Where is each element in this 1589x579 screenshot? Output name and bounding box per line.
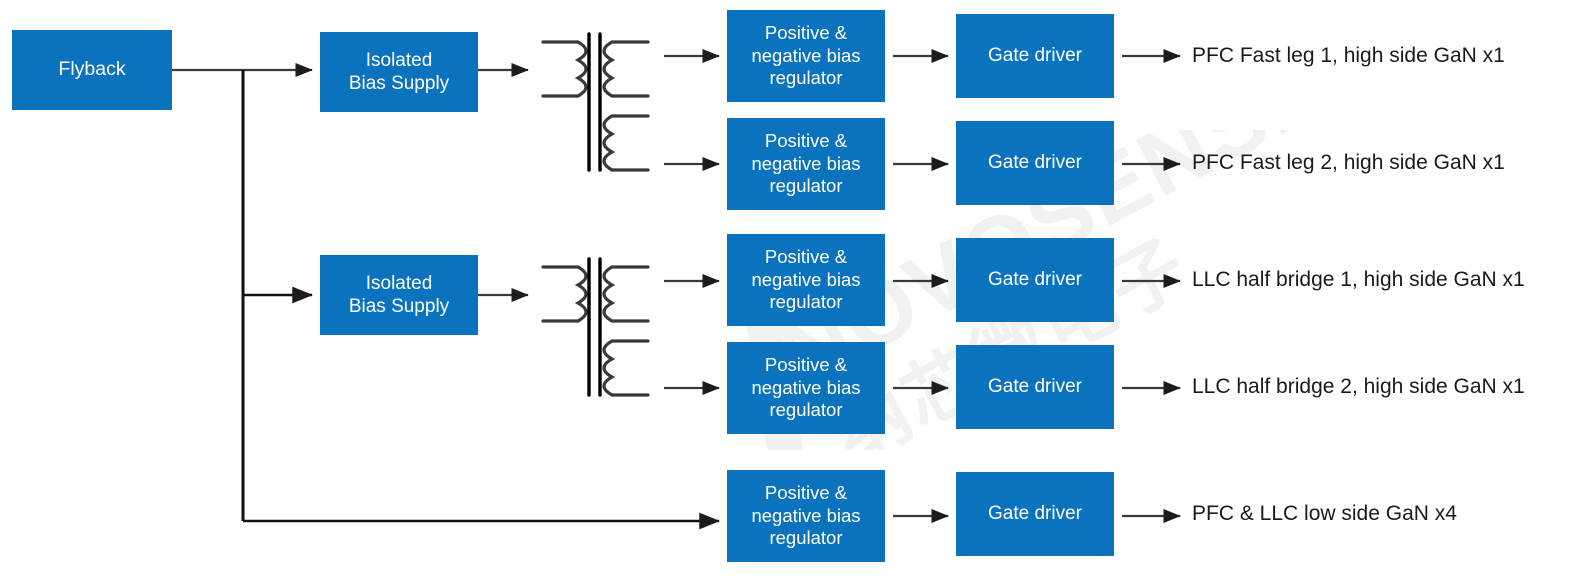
block-bias-regulator-4[interactable]: Positive & negative bias regulator xyxy=(727,342,885,434)
block-gate-driver-2-label: Gate driver xyxy=(988,152,1082,174)
block-gate-driver-3[interactable]: Gate driver xyxy=(956,238,1114,322)
block-flyback[interactable]: Flyback xyxy=(12,30,172,110)
block-gate-driver-2[interactable]: Gate driver xyxy=(956,121,1114,205)
output-label-pfc-llc-low-side: PFC & LLC low side GaN x4 xyxy=(1192,502,1457,525)
block-gate-driver-4-label: Gate driver xyxy=(988,376,1082,398)
block-bias-regulator-2[interactable]: Positive & negative bias regulator xyxy=(727,118,885,210)
block-isolated-bias-supply-1[interactable]: Isolated Bias Supply xyxy=(320,32,478,112)
block-gate-driver-4[interactable]: Gate driver xyxy=(956,345,1114,429)
output-label-llc-half-bridge-1: LLC half bridge 1, high side GaN x1 xyxy=(1192,268,1525,291)
block-flyback-label: Flyback xyxy=(58,58,126,81)
block-bias-regulator-4-label: Positive & negative bias regulator xyxy=(751,354,861,421)
block-bias-regulator-3-label: Positive & negative bias regulator xyxy=(751,246,861,313)
block-gate-driver-5-label: Gate driver xyxy=(988,503,1082,525)
output-label-pfc-fast-leg-1: PFC Fast leg 1, high side GaN x1 xyxy=(1192,44,1505,67)
block-bias-regulator-1-label: Positive & negative bias regulator xyxy=(751,22,861,89)
transformer-1 xyxy=(541,32,650,172)
output-label-pfc-fast-leg-2: PFC Fast leg 2, high side GaN x1 xyxy=(1192,151,1505,174)
output-label-llc-half-bridge-2: LLC half bridge 2, high side GaN x1 xyxy=(1192,375,1525,398)
block-gate-driver-1[interactable]: Gate driver xyxy=(956,14,1114,98)
block-isolated-bias-supply-1-label: Isolated Bias Supply xyxy=(348,49,450,94)
block-bias-regulator-1[interactable]: Positive & negative bias regulator xyxy=(727,10,885,102)
block-gate-driver-3-label: Gate driver xyxy=(988,269,1082,291)
transformer-2 xyxy=(541,257,650,397)
block-bias-regulator-2-label: Positive & negative bias regulator xyxy=(751,130,861,197)
block-bias-regulator-5[interactable]: Positive & negative bias regulator xyxy=(727,470,885,562)
block-isolated-bias-supply-2-label: Isolated Bias Supply xyxy=(348,272,450,317)
block-bias-regulator-5-label: Positive & negative bias regulator xyxy=(751,482,861,549)
block-gate-driver-5[interactable]: Gate driver xyxy=(956,472,1114,556)
block-bias-regulator-3[interactable]: Positive & negative bias regulator xyxy=(727,234,885,326)
block-isolated-bias-supply-2[interactable]: Isolated Bias Supply xyxy=(320,255,478,335)
block-gate-driver-1-label: Gate driver xyxy=(988,45,1082,67)
